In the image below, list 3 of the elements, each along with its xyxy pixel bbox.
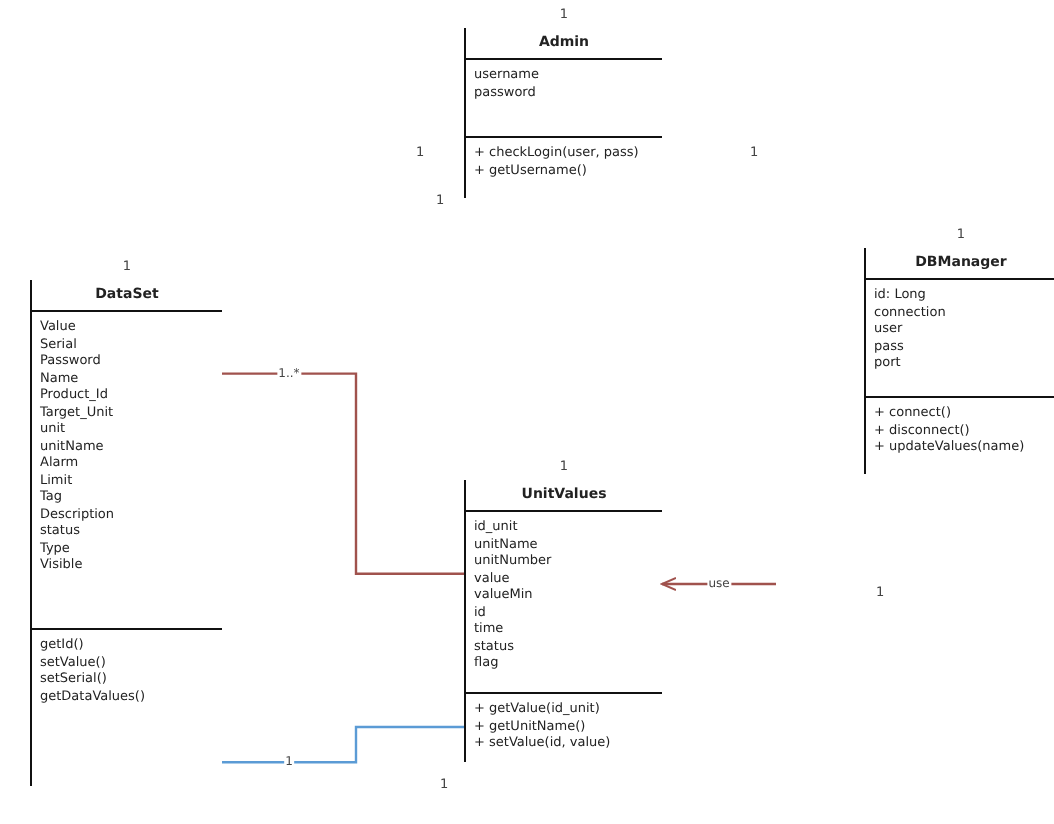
arrow: [661, 577, 776, 591]
association-line: [222, 372, 466, 575]
association-line: [222, 725, 466, 764]
